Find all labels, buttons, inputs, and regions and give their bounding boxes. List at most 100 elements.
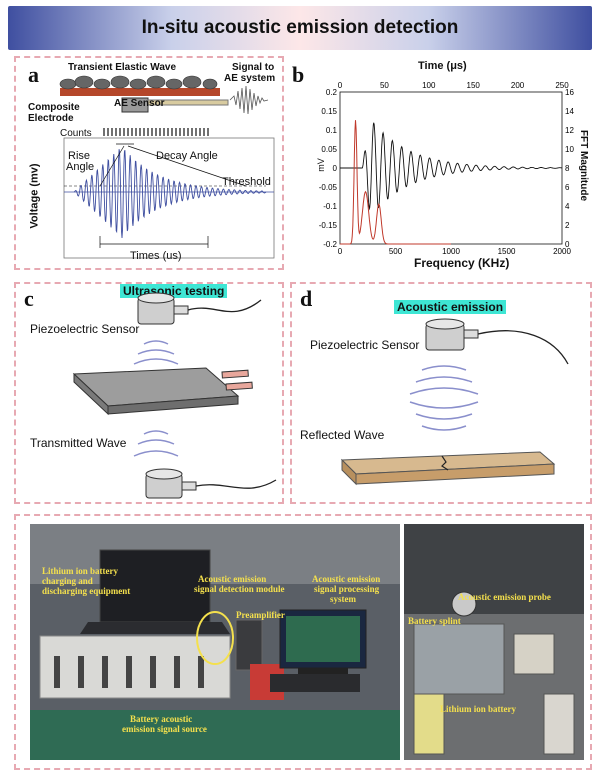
- composite-electrode: [60, 88, 220, 96]
- waveform-frame: [63, 137, 275, 259]
- left-tick-label: -0.05: [319, 183, 338, 192]
- fft-line: [340, 120, 451, 245]
- d-sensor: [425, 318, 479, 351]
- tester-clips: [54, 656, 204, 688]
- bottom-cable: [195, 479, 277, 489]
- right-tick-label: 12: [565, 126, 574, 135]
- laptop-base: [80, 622, 230, 634]
- panel-c-label: c: [24, 286, 34, 311]
- panel-d-heading: Acoustic emission: [394, 300, 507, 314]
- electrode-particles: [59, 75, 218, 90]
- ae-probe-shape: [451, 591, 477, 617]
- wave-arcs-bottom: [133, 430, 179, 457]
- bottom-tick-label: 0: [338, 247, 343, 256]
- pouch-battery: [72, 367, 253, 416]
- bottom-tick-label: 1000: [442, 247, 460, 256]
- ann-detection-2: signal detection module: [194, 584, 285, 594]
- specimen-block: [340, 451, 556, 486]
- top-sensor: [137, 292, 189, 325]
- left-tick-label: -0.15: [319, 221, 338, 230]
- ann-battery-equipment-3: discharging equipment: [42, 586, 131, 596]
- sensor-cable: [147, 99, 229, 106]
- panel-c-figure: [72, 292, 277, 499]
- ann-processing-2: signal processing: [314, 584, 380, 594]
- ann-detection-1: Acoustic emission: [198, 574, 267, 584]
- ann-source-2: emission signal source: [122, 724, 207, 734]
- right-tick-label: 6: [565, 183, 570, 192]
- left-axis-label: mV: [315, 158, 326, 172]
- panel-c-sensor-label: Piezoelectric Sensor: [30, 322, 140, 336]
- signal-label-1: Signal to: [232, 62, 275, 73]
- ann-preamp: Preamplifier: [236, 610, 285, 620]
- left-tick-label: -0.1: [323, 202, 337, 211]
- voltage-axis-label: Voltage (mv): [28, 163, 41, 229]
- panel-e-photo-right: [404, 524, 584, 760]
- ann-battery-equipment-2: charging and: [42, 576, 93, 586]
- right-tick-label: 10: [565, 145, 574, 154]
- panel-e: [14, 514, 592, 770]
- ae-waveform: [73, 149, 267, 239]
- composite-label-2: Electrode: [28, 113, 74, 124]
- right-tick-label: 4: [565, 202, 570, 211]
- signal-label-2: AE system: [224, 73, 276, 84]
- bottom-tick-label: 500: [389, 247, 403, 256]
- bottom-sensor: [145, 468, 197, 499]
- bottom-tick-label: 2000: [553, 247, 571, 256]
- rise-angle-line: [99, 145, 125, 187]
- right-tick-label: 2: [565, 221, 570, 230]
- left-ticks: 0.20.150.10.050-0.05-0.1-0.15-0.2: [319, 88, 338, 249]
- time-signal-line: [340, 122, 563, 211]
- detection-module: [235, 619, 263, 671]
- left-tick-label: 0.2: [326, 88, 338, 97]
- ann-battery-equipment-1: Lithium ion battery: [42, 566, 119, 576]
- top-axis-title: Time (μs): [418, 60, 467, 72]
- left-tick-label: 0.05: [321, 145, 337, 154]
- battery-source-circle: [196, 611, 234, 665]
- top-tick-label: 100: [422, 81, 436, 90]
- ann-processing-3: system: [330, 594, 356, 604]
- right-axis-label: FFT Magnitude: [578, 129, 590, 202]
- decay-angle-line: [127, 145, 247, 187]
- left-tick-label: 0.1: [326, 126, 338, 135]
- battery-splint-shape: [413, 623, 505, 695]
- ann-splint: Battery splint: [408, 616, 461, 626]
- bottom-axis-title: Frequency (KHz): [414, 256, 510, 270]
- panel-c: [14, 282, 284, 504]
- panel-b-label: b: [292, 62, 305, 87]
- count-ticks: [103, 128, 209, 136]
- panel-a-figure: [59, 75, 275, 259]
- page-title: In-situ acoustic emission detection: [141, 17, 459, 38]
- bottom-ticks: 0 500 1000 1500 2000: [338, 247, 572, 256]
- panel-d: [290, 282, 592, 504]
- top-tick-label: 0: [338, 81, 343, 90]
- panel-d-figure: [340, 318, 569, 486]
- panel-e-photo-left: [30, 524, 400, 760]
- ann-li-battery: Lithium ion battery: [440, 704, 517, 714]
- panel-c-wave-label: Transmitted Wave: [30, 436, 127, 450]
- right-tick-label: 8: [565, 164, 570, 173]
- panel-a: [14, 56, 284, 270]
- threshold-label: Threshold: [222, 176, 271, 188]
- wave-arcs-top: [133, 340, 179, 365]
- ann-processing-1: Acoustic emission: [312, 574, 381, 584]
- panel-a-label: a: [28, 62, 39, 87]
- top-tick-label: 250: [555, 81, 569, 90]
- ae-sensor-label: AE Sensor: [114, 98, 165, 109]
- d-cable: [477, 330, 569, 365]
- transient-wave-label: Transient Elastic Wave: [68, 62, 177, 73]
- panel-d-label: d: [300, 286, 313, 311]
- top-cable: [187, 299, 262, 313]
- panel-d-wave-label: Reflected Wave: [300, 428, 385, 442]
- d-wave-arcs: [409, 365, 479, 431]
- crack: [441, 455, 449, 471]
- ann-source-1: Battery acoustic: [130, 714, 193, 724]
- right-tick-label: 0: [565, 240, 570, 249]
- ann-probe: Acoustic emission probe: [458, 592, 551, 602]
- left-tick-label: -0.2: [323, 240, 337, 249]
- right-tick-label: 16: [565, 88, 574, 97]
- laptop-screen: [99, 549, 211, 623]
- decay-label: Decay Angle: [156, 150, 218, 162]
- bottom-tick-label: 1500: [498, 247, 516, 256]
- times-axis-label: Times (us): [130, 250, 182, 262]
